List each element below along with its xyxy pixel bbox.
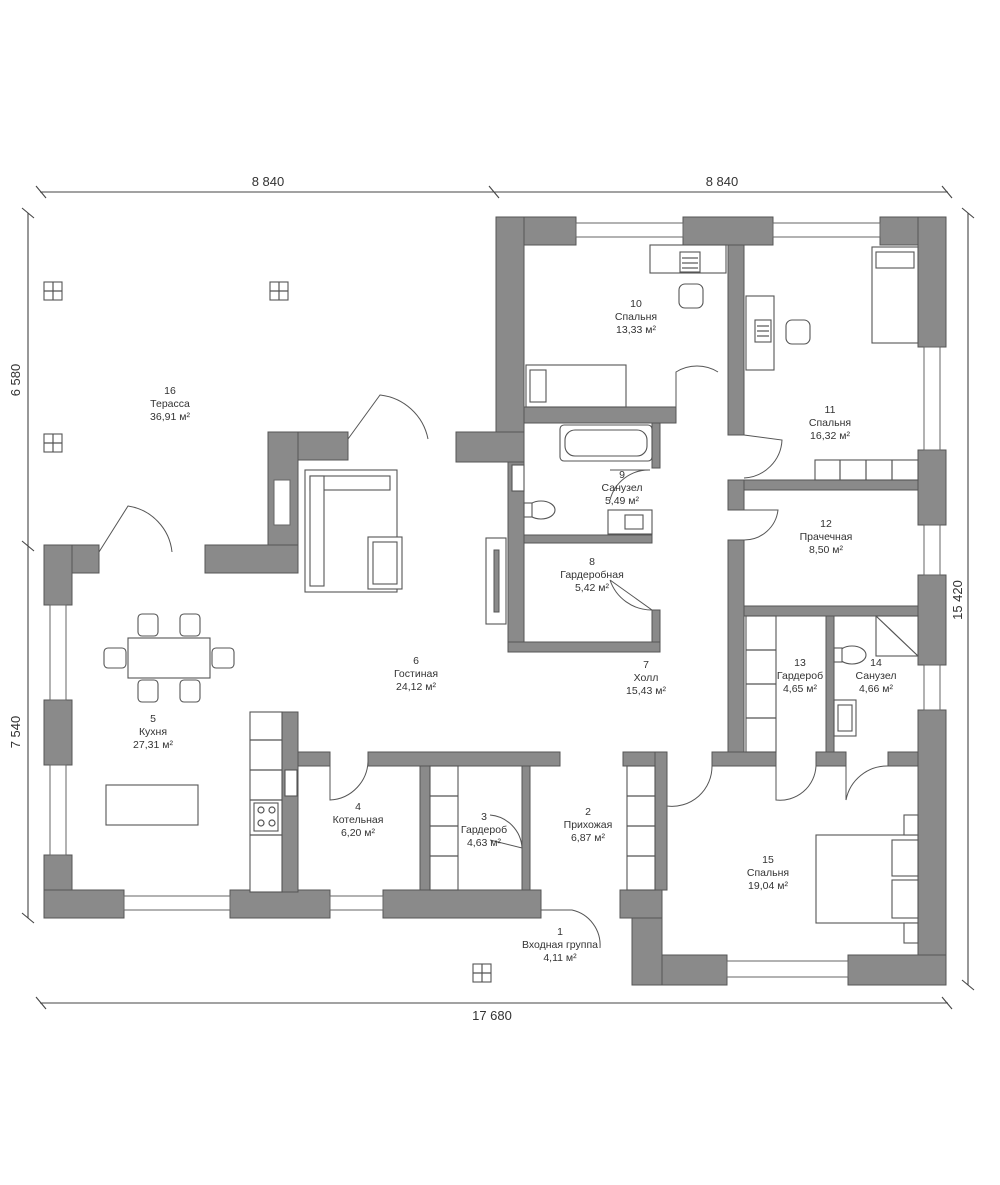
walls bbox=[43, 216, 947, 986]
room-7-num: 7 bbox=[643, 659, 649, 671]
room-14-num: 14 bbox=[870, 657, 882, 669]
room-8-num: 8 bbox=[589, 556, 595, 568]
room-1-area: 4,11 м² bbox=[543, 952, 577, 964]
dim-right: 15 420 bbox=[950, 580, 965, 620]
doors bbox=[98, 365, 889, 949]
furniture bbox=[103, 244, 919, 944]
room-3-name: Гардероб bbox=[461, 824, 507, 836]
room-14-area: 4,66 м² bbox=[859, 683, 894, 695]
room-14-name: Санузел bbox=[856, 670, 897, 682]
room-8-area: 5,42 м² bbox=[575, 582, 610, 594]
dim-left-lower: 7 540 bbox=[8, 716, 23, 749]
room-16-name: Терасса bbox=[150, 398, 190, 410]
room-7-name: Холл bbox=[634, 672, 659, 684]
room-5-area: 27,31 м² bbox=[133, 739, 173, 751]
room-5-name: Кухня bbox=[139, 726, 167, 738]
room-8-name: Гардеробная bbox=[560, 569, 624, 581]
room-4-name: Котельная bbox=[333, 814, 384, 826]
room-11-area: 16,32 м² bbox=[810, 430, 850, 442]
windows bbox=[49, 222, 941, 978]
room-3-area: 4,63 м² bbox=[467, 837, 502, 849]
room-13-area: 4,65 м² bbox=[783, 683, 818, 695]
room-4-num: 4 bbox=[355, 801, 361, 813]
room-6-area: 24,12 м² bbox=[396, 681, 436, 693]
room-15-num: 15 bbox=[762, 854, 774, 866]
room-5-num: 5 bbox=[150, 713, 156, 725]
room-10-num: 10 bbox=[630, 298, 642, 310]
room-16-num: 16 bbox=[164, 385, 176, 397]
dim-top-right: 8 840 bbox=[706, 174, 739, 189]
room-1-name: Входная группа bbox=[522, 939, 598, 951]
room-13-name: Гардероб bbox=[777, 670, 823, 682]
room-16-area: 36,91 м² bbox=[150, 411, 190, 423]
room-2-area: 6,87 м² bbox=[571, 832, 606, 844]
dim-bottom: 17 680 bbox=[472, 1008, 512, 1023]
room-13-num: 13 bbox=[794, 657, 806, 669]
room-10-area: 13,33 м² bbox=[616, 324, 656, 336]
room-15-area: 19,04 м² bbox=[748, 880, 788, 892]
room-2-name: Прихожая bbox=[564, 819, 613, 831]
room-7-area: 15,43 м² bbox=[626, 685, 666, 697]
room-6-name: Гостиная bbox=[394, 668, 438, 680]
dim-left-upper: 6 580 bbox=[8, 364, 23, 397]
room-12-name: Прачечная bbox=[800, 531, 853, 543]
room-11-num: 11 bbox=[825, 404, 836, 416]
terrace-columns bbox=[43, 281, 492, 983]
room-9-name: Санузел bbox=[602, 482, 643, 494]
room-4-area: 6,20 м² bbox=[341, 827, 376, 839]
room-9-num: 9 bbox=[619, 469, 625, 481]
room-15-name: Спальня bbox=[747, 867, 789, 879]
room-12-num: 12 bbox=[820, 518, 832, 530]
room-12-area: 8,50 м² bbox=[809, 544, 844, 556]
room-6-num: 6 bbox=[413, 655, 419, 667]
room-2-num: 2 bbox=[585, 806, 591, 818]
dim-top-left: 8 840 bbox=[252, 174, 285, 189]
room-10-name: Спальня bbox=[615, 311, 657, 323]
room-9-area: 5,49 м² bbox=[605, 495, 640, 507]
room-1-num: 1 bbox=[557, 926, 563, 938]
room-3-num: 3 bbox=[481, 811, 487, 823]
room-11-name: Спальня bbox=[809, 417, 851, 429]
dimension-lines bbox=[21, 185, 975, 1010]
